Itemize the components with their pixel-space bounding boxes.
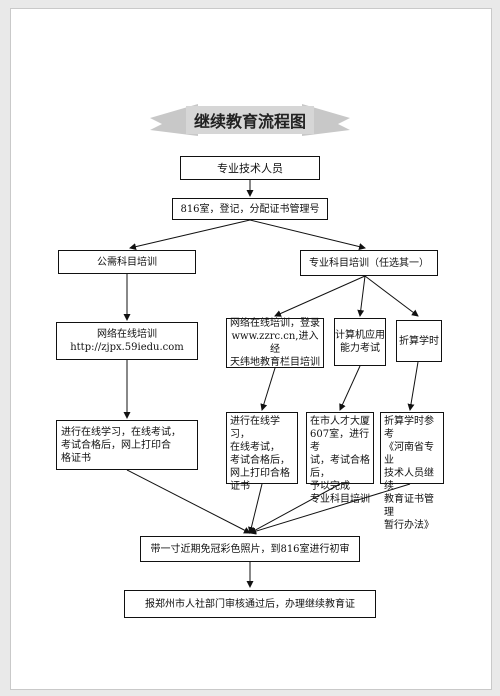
- node-public-training: 公需科目培训: [58, 250, 196, 274]
- node-register: 816室，登记，分配证书管理号: [172, 198, 328, 220]
- title-ribbon-band: [186, 106, 314, 134]
- node-professional: 专业技术人员: [180, 156, 320, 180]
- node-convert-steps: 折算学时参考 《河南省专业 技术人员继续 教育证书管理 暂行办法》: [380, 412, 444, 531]
- node-photo-review: 带一寸近期免冠彩色照片，到816室进行初审: [140, 536, 360, 562]
- node-final-approval: 报郑州市人社部门审核通过后，办理继续教育证: [124, 590, 376, 618]
- node-online-training-specialty: 网络在线培训，登录 www.zzrc.cn,进入经 天纬地教育栏目培训: [226, 318, 324, 368]
- node-computer-exam: 计算机应用 能力考试: [334, 318, 386, 366]
- page-title: 继续教育流程图: [193, 112, 306, 131]
- node-public-steps: 进行在线学习，在线考试， 考试合格后，网上打印合 格证书: [56, 420, 198, 470]
- node-specialty-online-steps: 进行在线学习， 在线考试， 考试合格后， 网上打印合格 证书: [226, 412, 298, 492]
- node-convert-hours: 折算学时: [396, 320, 442, 362]
- node-specialty-exam-steps: 在市人才大厦 607室，进行考 试，考试合格后， 予以完成 专业科目培训: [306, 412, 374, 505]
- node-specialty-training: 专业科目培训（任选其一）: [300, 250, 438, 276]
- node-online-training-public: 网络在线培训 http://zjpx.59iedu.com: [56, 322, 198, 360]
